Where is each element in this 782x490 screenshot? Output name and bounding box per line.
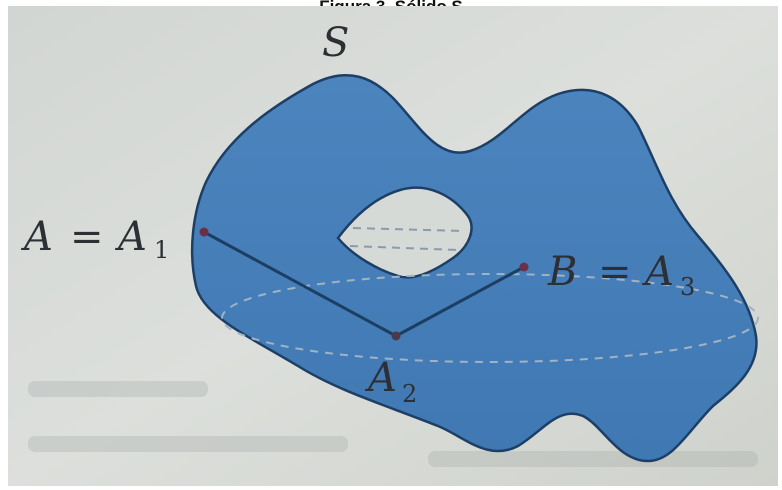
- label-point-a2: A 2: [364, 355, 417, 408]
- hole-dashed-lines: [349, 227, 464, 251]
- label-point-b: B = A 3: [547, 249, 695, 301]
- label-point-a: A = A 1: [20, 214, 169, 264]
- svg-text:=: =: [598, 249, 632, 295]
- svg-text:A: A: [641, 249, 674, 295]
- svg-text:A: A: [114, 214, 147, 260]
- point-a3-dot: [519, 262, 529, 272]
- solid-s-shape: [190, 74, 758, 463]
- solid-hole: [336, 186, 473, 279]
- point-a1-dot: [199, 227, 209, 237]
- solid-diagram: S A = A 1 B = A 3 A 2: [8, 6, 778, 486]
- svg-text:3: 3: [680, 273, 695, 301]
- svg-text:A: A: [20, 214, 53, 260]
- svg-text:1: 1: [154, 236, 169, 264]
- svg-text:=: =: [70, 214, 104, 260]
- polygonal-path: [202, 230, 526, 338]
- point-a2-dot: [391, 331, 401, 341]
- solid-label: S: [322, 20, 349, 66]
- cross-section-ellipse: [221, 273, 759, 363]
- svg-text:B: B: [547, 249, 577, 295]
- svg-text:2: 2: [402, 380, 417, 408]
- svg-text:A: A: [364, 355, 397, 401]
- figure-photo: S A = A 1 B = A 3 A 2: [8, 6, 778, 486]
